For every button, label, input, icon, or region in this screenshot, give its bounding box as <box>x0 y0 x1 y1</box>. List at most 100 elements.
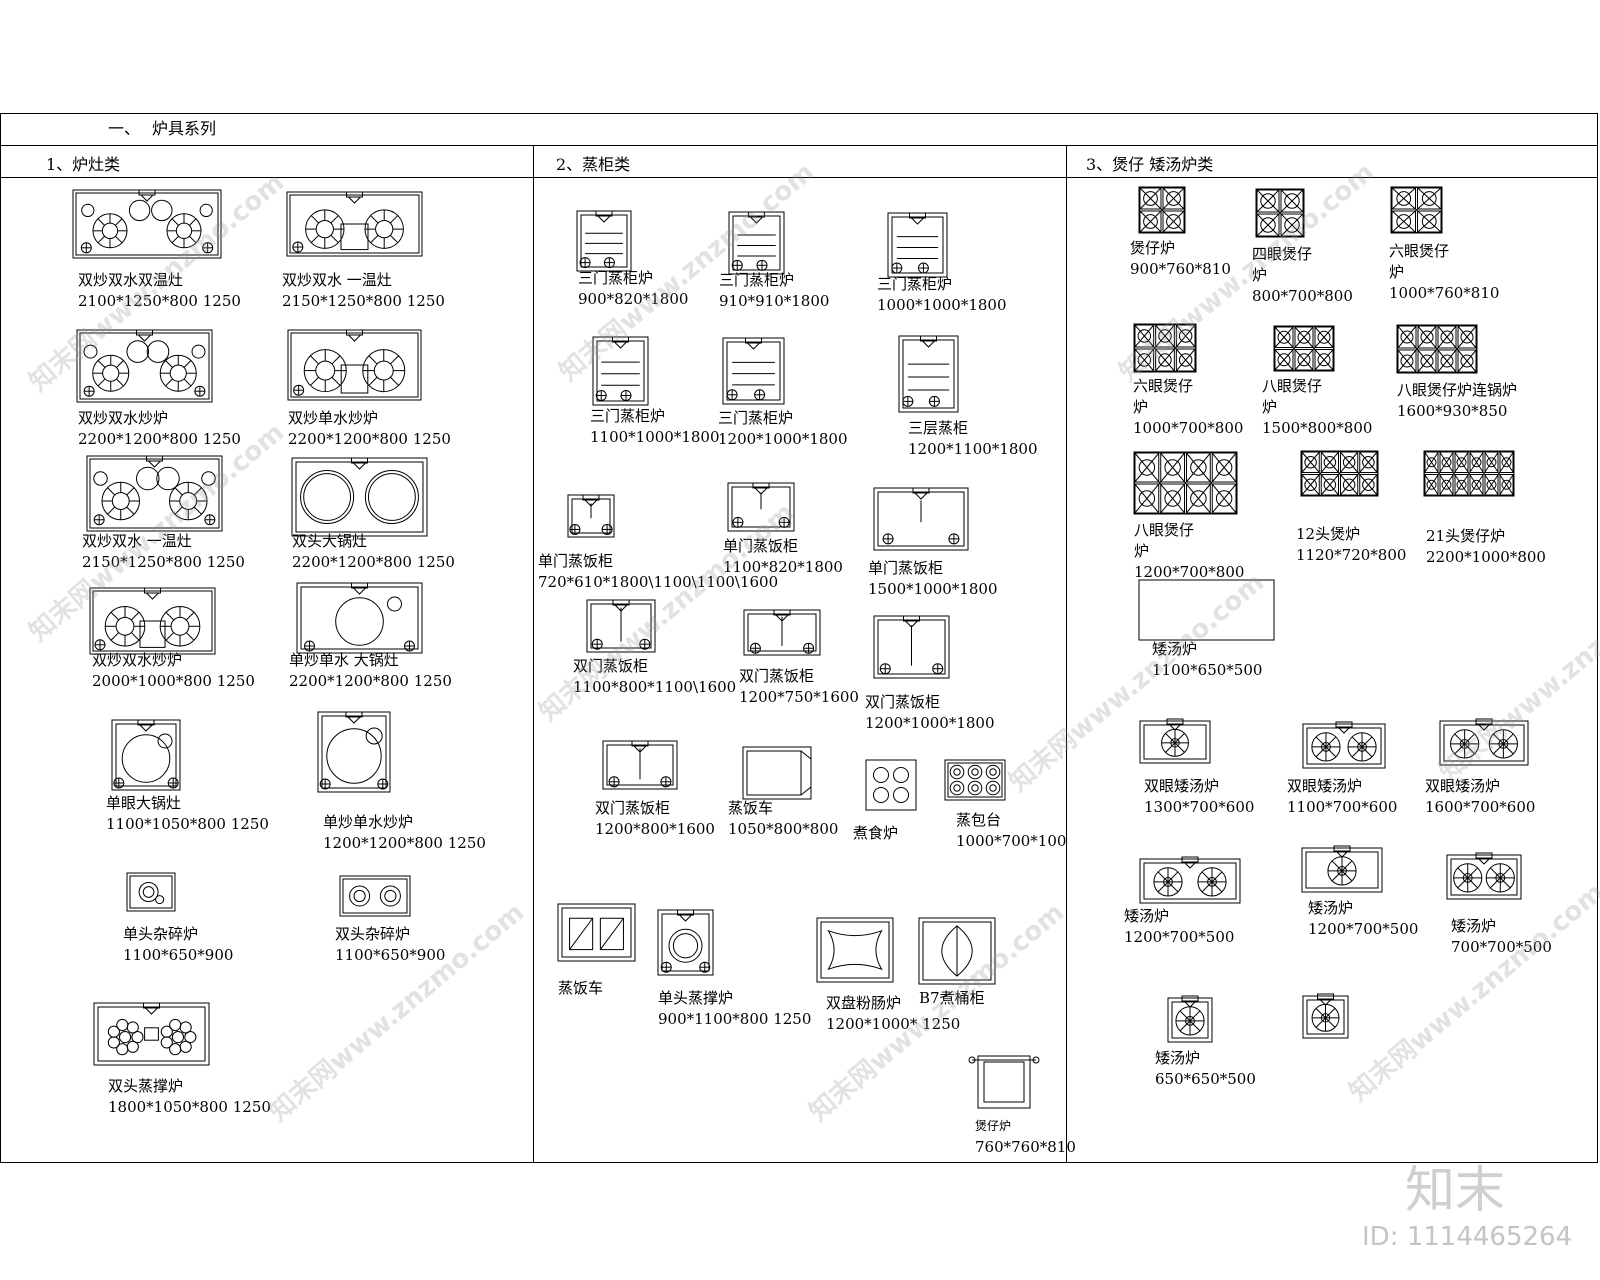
equipment-name: 21头煲仔炉 <box>1426 527 1506 545</box>
equipment-dimensions: 2150*1250*800 1250 <box>82 553 245 571</box>
equipment-dimensions: 720*610*1800\1100\1100\1600 <box>538 573 779 591</box>
equipment-name: 四眼煲仔 <box>1252 245 1313 263</box>
equipment-name: 三门蒸柜炉 <box>719 271 795 289</box>
equipment-dimensions: 1100*1050*800 1250 <box>106 815 269 833</box>
equipment-dimensions: 1100*800*1100\1600 <box>573 678 737 696</box>
equipment-symbol <box>918 917 996 985</box>
equipment-symbol <box>1139 856 1241 904</box>
equipment-name: 双头杂碎炉 <box>335 925 411 943</box>
equipment-dimensions: 1100*700*600 <box>1287 798 1398 816</box>
equipment-dimensions: 1800*1050*800 1250 <box>108 1098 271 1116</box>
equipment-dimensions: 1000*700*100 <box>956 832 1067 850</box>
equipment-symbol <box>291 457 428 537</box>
equipment-name-cont: 炉 <box>1252 266 1268 284</box>
equipment-name: 三门蒸柜炉 <box>718 409 794 427</box>
equipment-name: 双门蒸饭柜 <box>865 693 941 711</box>
equipment-dimensions: 1600*930*850 <box>1397 402 1508 420</box>
equipment-dimensions: 1100*1000*1800 <box>590 428 720 446</box>
equipment-symbol <box>72 189 222 259</box>
equipment-symbol <box>1446 852 1522 900</box>
equipment-name: 煲仔炉 <box>1130 239 1176 257</box>
equipment-dimensions: 1200*1100*1800 <box>908 440 1038 458</box>
equipment-symbol <box>339 875 411 917</box>
equipment-dimensions: 1120*720*800 <box>1296 546 1407 564</box>
equipment-symbol <box>592 336 649 406</box>
equipment-dimensions: 1200*1000* 1250 <box>826 1015 961 1033</box>
equipment-dimensions: 1200*1200*800 1250 <box>323 834 486 852</box>
equipment-name: 双眼矮汤炉 <box>1144 777 1220 795</box>
equipment-name-cont: 炉 <box>1389 263 1405 281</box>
equipment-name: 单门蒸饭柜 <box>868 559 944 577</box>
equipment-symbol <box>93 1002 210 1066</box>
equipment-dimensions: 1500*800*800 <box>1262 419 1373 437</box>
equipment-symbol <box>898 335 959 413</box>
equipment-symbol <box>944 759 1006 801</box>
equipment-symbol <box>287 329 422 401</box>
equipment-symbol <box>722 337 785 405</box>
equipment-symbol <box>873 615 950 679</box>
equipment-name: 矮汤炉 <box>1155 1049 1201 1067</box>
equipment-dimensions: 800*700*800 <box>1252 287 1353 305</box>
equipment-name-cont: 炉 <box>1134 542 1150 560</box>
equipment-name: 三层蒸柜 <box>908 419 969 437</box>
equipment-dimensions: 700*700*500 <box>1451 938 1552 956</box>
equipment-name: 双炒单水炒炉 <box>288 409 379 427</box>
equipment-dimensions: 760*760*810 <box>975 1138 1076 1156</box>
equipment-symbol <box>727 482 795 532</box>
equipment-symbol <box>111 719 181 791</box>
equipment-dimensions: 2200*1200*800 1250 <box>289 672 452 690</box>
header-index: 一、 <box>108 119 141 138</box>
equipment-symbol <box>89 587 216 655</box>
equipment-symbol <box>286 191 423 257</box>
equipment-name: 双门蒸饭柜 <box>573 657 649 675</box>
column-divider-1 <box>533 145 534 1163</box>
equipment-symbol <box>968 1055 1040 1109</box>
equipment-dimensions: 2150*1250*800 1250 <box>282 292 445 310</box>
equipment-symbol <box>296 582 423 654</box>
equipment-dimensions: 1500*1000*1800 <box>868 580 998 598</box>
equipment-symbol <box>1133 451 1238 515</box>
equipment-dimensions: 900*820*1800 <box>578 290 689 308</box>
equipment-name: 八眼煲仔炉连锅炉 <box>1397 381 1518 399</box>
equipment-name: 双炒双水 一温灶 <box>282 271 392 289</box>
equipment-dimensions: 1200*700*500 <box>1124 928 1235 946</box>
equipment-name: 单眼大锅灶 <box>106 794 182 812</box>
equipment-symbol <box>728 211 785 275</box>
equipment-dimensions: 1200*700*500 <box>1308 920 1419 938</box>
equipment-symbol <box>865 759 917 811</box>
equipment-symbol <box>317 711 391 793</box>
equipment-name: 矮汤炉 <box>1152 640 1198 658</box>
equipment-dimensions: 1000*1000*1800 <box>877 296 1007 314</box>
equipment-symbol <box>816 917 894 983</box>
equipment-dimensions: 1100*820*1800 <box>723 558 843 576</box>
equipment-symbol <box>1423 450 1515 497</box>
equipment-symbol <box>887 212 948 278</box>
equipment-name: 蒸饭车 <box>558 979 604 997</box>
equipment-symbol <box>1302 721 1386 769</box>
equipment-name: 单炒单水 大锅灶 <box>289 651 399 669</box>
equipment-dimensions: 1100*650*500 <box>1152 661 1263 679</box>
equipment-dimensions: 1100*650*900 <box>123 946 234 964</box>
equipment-name: 单门蒸饭柜 <box>538 552 614 570</box>
equipment-symbol <box>1301 845 1383 893</box>
equipment-name: 单头杂碎炉 <box>123 925 199 943</box>
equipment-name: 12头煲炉 <box>1296 525 1361 543</box>
equipment-dimensions: 1000*700*800 <box>1133 419 1244 437</box>
equipment-symbol <box>873 487 969 551</box>
equipment-symbol <box>76 329 213 403</box>
equipment-dimensions: 910*910*1800 <box>719 292 830 310</box>
equipment-symbol <box>567 494 615 538</box>
drawing-frame <box>0 113 1598 1163</box>
brand-logo: 知末 <box>1405 1161 1505 1219</box>
equipment-name: 三门蒸柜炉 <box>590 407 666 425</box>
equipment-name: 六眼煲仔 <box>1133 377 1194 395</box>
equipment-symbol <box>657 909 714 976</box>
equipment-dimensions: 2200*1200*800 1250 <box>288 430 451 448</box>
equipment-symbol <box>1390 186 1443 234</box>
equipment-name-cont: 炉 <box>1262 398 1278 416</box>
section-title-claypot: 3、煲仔 矮汤炉类 <box>1086 155 1214 174</box>
equipment-symbol <box>1302 993 1349 1039</box>
equipment-name: 三门蒸柜炉 <box>578 269 654 287</box>
column-divider-2 <box>1066 145 1067 1163</box>
equipment-dimensions: 1000*760*810 <box>1389 284 1500 302</box>
